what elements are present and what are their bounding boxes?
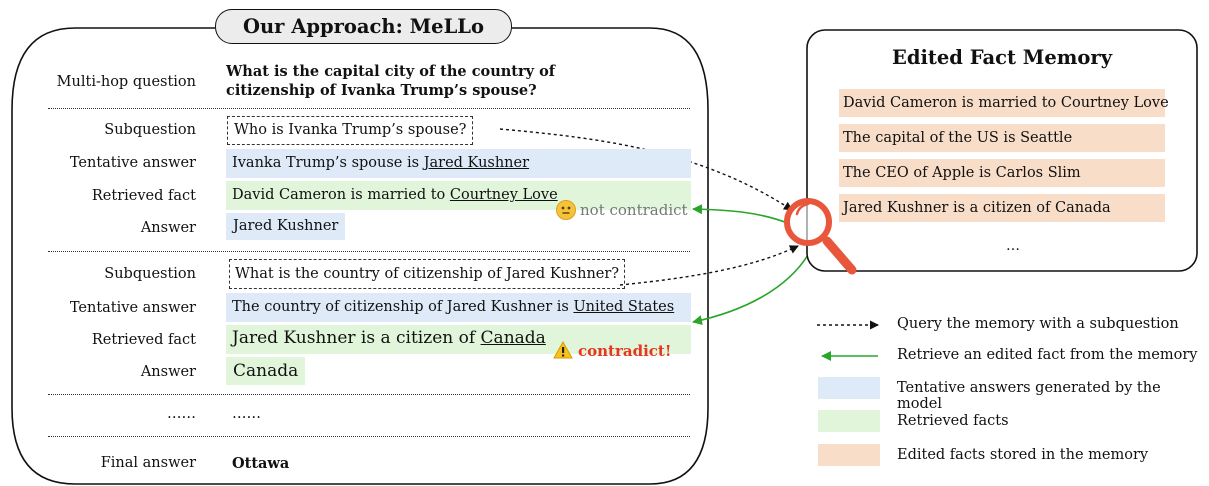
retrieve-arrow-2 [692,247,813,326]
separator [48,251,690,252]
step1-status: not contradict [580,201,688,219]
legend-green-swatch [818,410,880,432]
approach-frame [11,27,709,485]
legend-blue-swatch [818,377,880,399]
step1-tentative-label: Tentative answer [69,155,196,171]
step1-retrieved-prefix: David Cameron is married to [232,187,450,203]
step1-answer: Jared Kushner [226,213,346,240]
legend-peach: Edited facts stored in the memory [897,447,1149,463]
step2-retrieved-prefix: Jared Kushner is a citizen of [232,328,481,348]
step1-answer-label: Answer [140,220,196,236]
separator [48,394,690,395]
step1-retrieved-label: Retrieved fact [91,188,196,204]
legend-green: Retrieved facts [897,413,1009,429]
step2-retrieved-entity: Canada [480,328,546,348]
query-arrow-2 [619,245,799,286]
memory-fact: The capital of the US is Seattle [839,124,1165,152]
step2-tentative-prefix: The country of citizenship of Jared Kush… [232,299,574,315]
memory-fact: Jared Kushner is a citizen of Canada [839,194,1165,222]
multihop-question-line1: What is the capital city of the country … [226,63,556,80]
warning-icon [553,341,573,359]
step2-tentative-answer: United States [573,299,675,315]
step2-tentative: The country of citizenship of Jared Kush… [232,299,674,315]
step1-subquestion: Who is Ivanka Trump’s spouse? [227,116,474,145]
memory-fact: The CEO of Apple is Carlos Slim [839,159,1165,187]
step2-subquestion-label: Subquestion [104,266,196,282]
legend-query: Query the memory with a subquestion [897,316,1179,332]
ellipsis-right: …… [232,406,261,422]
step1-retrieved-highlight [226,181,691,210]
step1-subquestion-label: Subquestion [104,122,196,138]
final-answer-label: Final answer [100,455,196,471]
step2-answer: Canada [226,357,306,385]
memory-fact: David Cameron is married to Courtney Lov… [839,89,1169,117]
step1-retrieved: David Cameron is married to Courtney Lov… [232,187,558,203]
step1-tentative: Ivanka Trump’s spouse is Jared Kushner [232,155,529,171]
step2-retrieved: Jared Kushner is a citizen of Canada [232,328,546,348]
step1-tentative-highlight [226,149,691,178]
magnifier-icon [784,198,857,275]
step2-retrieved-label: Retrieved fact [91,332,196,348]
step1-tentative-prefix: Ivanka Trump’s spouse is [232,155,424,171]
step1-tentative-answer: Jared Kushner [423,155,530,171]
step2-retrieved-highlight [226,325,691,354]
retrieve-arrow-1 [692,204,791,225]
approach-title: Our Approach: MeLLo [215,9,512,44]
step1-retrieved-entity: Courtney Love [449,187,558,203]
multihop-label: Multi-hop question [56,74,196,90]
legend-retrieve: Retrieve an edited fact from the memory [897,347,1198,363]
step2-tentative-highlight [226,293,691,322]
separator [48,436,690,437]
legend-peach-swatch [818,444,880,466]
step2-tentative-label: Tentative answer [69,300,196,316]
ellipsis-left: …… [167,406,196,422]
memory-ellipsis: … [1006,238,1020,254]
neutral-face-icon [556,200,576,220]
legend-blue: Tentative answers generated by the model [897,380,1161,412]
final-answer: Ottawa [232,455,290,472]
step2-subquestion: What is the country of citizenship of Ja… [229,259,626,289]
step2-answer-label: Answer [140,364,196,380]
memory-title: Edited Fact Memory [891,46,1113,69]
separator [48,108,690,109]
step2-status: contradict! [578,342,672,360]
approach-title-text: Our Approach: MeLLo [243,15,484,38]
multihop-question-line2: citizenship of Ivanka Trump’s spouse? [226,82,537,99]
